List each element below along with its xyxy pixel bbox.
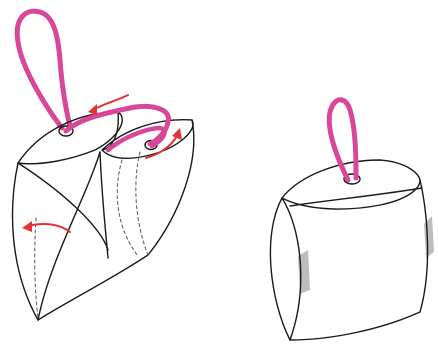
side-tab-right-shade: [424, 216, 434, 258]
finished-body-bottom: [290, 312, 420, 340]
finished-body-left-inner: [282, 198, 301, 340]
finished-front-face-top: [290, 188, 422, 206]
finished-body-left: [270, 198, 290, 340]
finished-cord-loop: [329, 100, 356, 180]
